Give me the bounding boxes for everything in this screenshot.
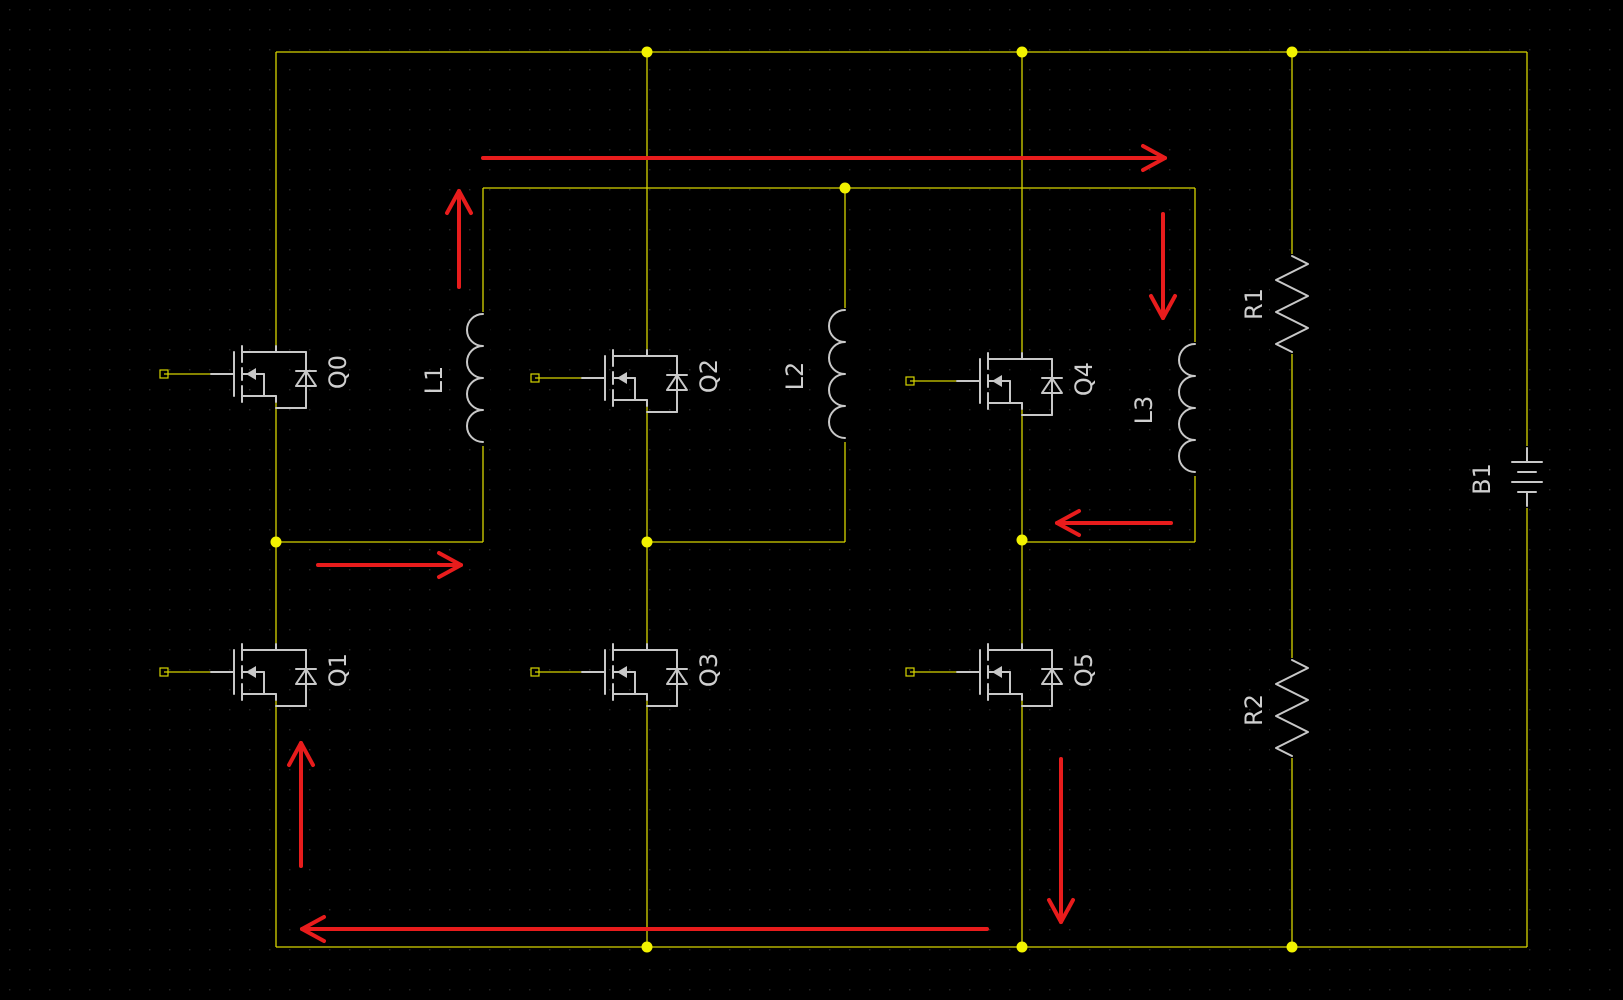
battery-b1[interactable]: B1	[1468, 447, 1543, 507]
mosfet-q3[interactable]: Q3	[530, 643, 723, 707]
arrow-up-icon	[287, 741, 315, 868]
arrow-right-icon	[481, 144, 1167, 172]
arrow-up-icon	[445, 189, 473, 289]
r2-label: R2	[1240, 694, 1268, 726]
arrow-left-icon	[1055, 509, 1173, 537]
junction-dot	[641, 941, 653, 953]
junction-dot	[641, 46, 653, 58]
mosfet-q0[interactable]: Q0	[159, 345, 352, 409]
current-arrows	[287, 144, 1177, 943]
q0-label: Q0	[324, 355, 352, 389]
junctions	[270, 46, 1298, 953]
arrow-down-icon	[1047, 757, 1075, 924]
arrow-down-icon	[1149, 212, 1177, 320]
inductor-l3[interactable]: L3	[1130, 343, 1196, 473]
inductor-l1[interactable]: L1	[420, 313, 484, 443]
junction-dot	[1016, 941, 1028, 953]
mosfet-q2[interactable]: Q2	[530, 349, 723, 413]
q5-label: Q5	[1070, 653, 1098, 687]
b1-label: B1	[1468, 463, 1496, 495]
l2-label: L2	[781, 362, 809, 391]
junction-dot	[839, 182, 851, 194]
arrow-left-icon	[300, 915, 989, 943]
junction-dot	[1286, 941, 1298, 953]
arrow-right-icon	[316, 551, 463, 579]
junction-dot	[1016, 534, 1028, 546]
mosfet-q1[interactable]: Q1	[159, 643, 352, 707]
resistor-r1[interactable]: R1	[1240, 255, 1309, 353]
junction-dot	[1016, 46, 1028, 58]
junction-dot	[641, 536, 653, 548]
resistor-r2[interactable]: R2	[1240, 659, 1309, 757]
q4-label: Q4	[1070, 362, 1098, 396]
component-masks	[268, 254, 1549, 758]
inductor-l2[interactable]: L2	[781, 309, 846, 439]
l1-label: L1	[420, 366, 448, 395]
junction-dot	[1286, 46, 1298, 58]
q3-label: Q3	[695, 653, 723, 687]
r1-label: R1	[1240, 288, 1268, 320]
q1-label: Q1	[324, 653, 352, 687]
mosfet-q4[interactable]: Q4	[905, 352, 1098, 416]
l3-label: L3	[1130, 396, 1158, 425]
mosfet-q5[interactable]: Q5	[905, 643, 1098, 707]
q2-label: Q2	[695, 359, 723, 393]
junction-dot	[270, 536, 282, 548]
